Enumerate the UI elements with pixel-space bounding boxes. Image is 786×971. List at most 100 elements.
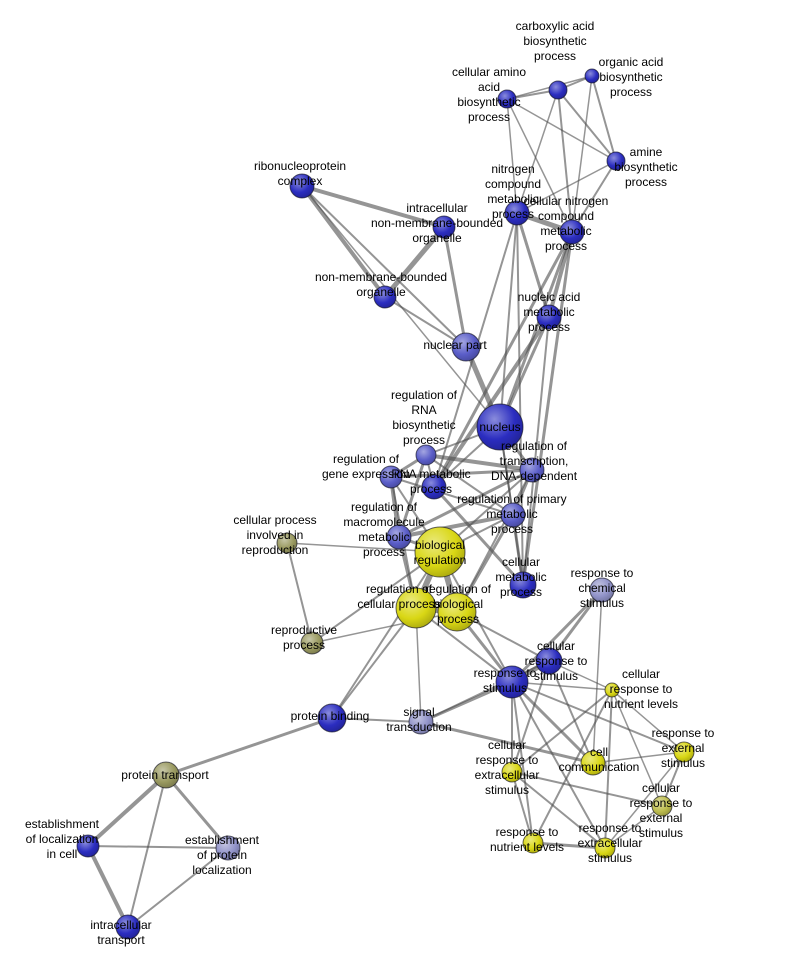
edge-cellrepro--bioreg	[286, 542, 441, 553]
edge-regrna--regprim	[425, 454, 514, 516]
edge-organic--amine	[591, 75, 617, 162]
node-regtrans[interactable]	[519, 457, 545, 483]
edge-cellrespnutr--cellrespext	[611, 689, 663, 807]
edge-ribo--intranmb	[300, 184, 446, 229]
node-cellmet[interactable]	[509, 571, 537, 599]
node-cellrepro[interactable]	[276, 532, 298, 554]
edge-respnutr--respextra	[531, 841, 607, 850]
node-ribo[interactable]	[289, 173, 315, 199]
edge-prottrans--intratrans	[127, 774, 167, 928]
node-respextra[interactable]	[594, 837, 616, 859]
node-regprim[interactable]	[500, 502, 526, 528]
edge-protbind--prottrans	[164, 716, 334, 777]
edge-cellrespnutr--respextra	[604, 689, 613, 849]
node-amino[interactable]	[497, 89, 517, 109]
node-estprot[interactable]	[215, 835, 241, 861]
node-intranmb[interactable]	[432, 215, 456, 239]
node-carbox[interactable]	[548, 80, 568, 100]
label-protbind: protein binding	[291, 709, 370, 723]
node-rnamet[interactable]	[421, 474, 447, 500]
edge-respnutr--cellrespextra	[511, 771, 534, 844]
node-regcell[interactable]	[395, 587, 437, 629]
node-organic[interactable]	[584, 68, 600, 84]
edge-cellrespnutr--respext	[611, 689, 685, 753]
node-bioreg[interactable]	[414, 526, 466, 578]
edge-respext--cellcomm	[592, 751, 685, 764]
node-intratrans[interactable]	[115, 914, 141, 940]
edge-ribo--nucleus	[301, 185, 501, 428]
node-respstim[interactable]	[495, 665, 529, 699]
edge-cellresp--cellrespextra	[511, 660, 550, 773]
node-respnutr[interactable]	[522, 832, 544, 854]
node-reggene[interactable]	[379, 465, 403, 489]
node-repro[interactable]	[300, 631, 324, 655]
node-nucleus[interactable]	[476, 403, 524, 451]
edge-carbox--nitro	[516, 89, 559, 214]
node-regmacro[interactable]	[386, 524, 412, 550]
node-nmb[interactable]	[373, 285, 397, 309]
node-respchem[interactable]	[589, 577, 615, 603]
node-cellresp[interactable]	[535, 647, 563, 675]
edge-estprot--intratrans	[127, 847, 229, 928]
node-prottrans[interactable]	[152, 761, 180, 789]
edge-cellrepro--repro	[286, 542, 313, 644]
node-regbio[interactable]	[437, 592, 477, 632]
edge-amine--nitro	[516, 160, 617, 214]
edge-intranmb--nucpart	[442, 225, 468, 349]
node-protbind[interactable]	[317, 703, 347, 733]
node-cellnitro[interactable]	[559, 219, 585, 245]
edge-rnamet--cellmet	[432, 485, 525, 587]
node-cellrespext[interactable]	[651, 795, 673, 817]
edge-protbind--bioreg	[331, 551, 441, 719]
edge-regrna--regtrans	[424, 453, 534, 472]
edge-respstim--respchem	[510, 588, 604, 684]
node-regrna[interactable]	[415, 444, 437, 466]
edge-intranmb--nmb	[382, 224, 447, 300]
node-cellcomm[interactable]	[580, 750, 606, 776]
edge-sigtrans--cellcomm	[419, 720, 595, 765]
node-sigtrans[interactable]	[408, 709, 434, 735]
node-respext[interactable]	[673, 741, 695, 763]
edge-cellresp--cellcomm	[548, 660, 594, 764]
edge-nucleus--nitro	[499, 212, 518, 428]
node-nitro[interactable]	[504, 200, 530, 226]
node-cellrespextra[interactable]	[501, 761, 523, 783]
node-amine[interactable]	[606, 151, 626, 171]
node-cellrespnutr[interactable]	[604, 682, 620, 698]
edge-cellrespnutr--cellrespextra	[511, 689, 613, 773]
edge-nitro--nucleic	[515, 211, 551, 319]
edge-respstim--cellrespnutr	[511, 681, 613, 691]
edge-estloc--estprot	[87, 845, 229, 849]
edge-amino--cellnitro	[506, 98, 573, 233]
edge-regtrans--reggene	[389, 468, 534, 479]
node-estloc[interactable]	[76, 834, 100, 858]
edge-ribo--nucpart	[301, 185, 467, 348]
edge-cellnitro--rnamet	[432, 230, 574, 489]
node-nucleic[interactable]	[536, 304, 562, 330]
edge-regbio--regtrans	[456, 469, 533, 613]
node-nucpart[interactable]	[451, 332, 481, 362]
